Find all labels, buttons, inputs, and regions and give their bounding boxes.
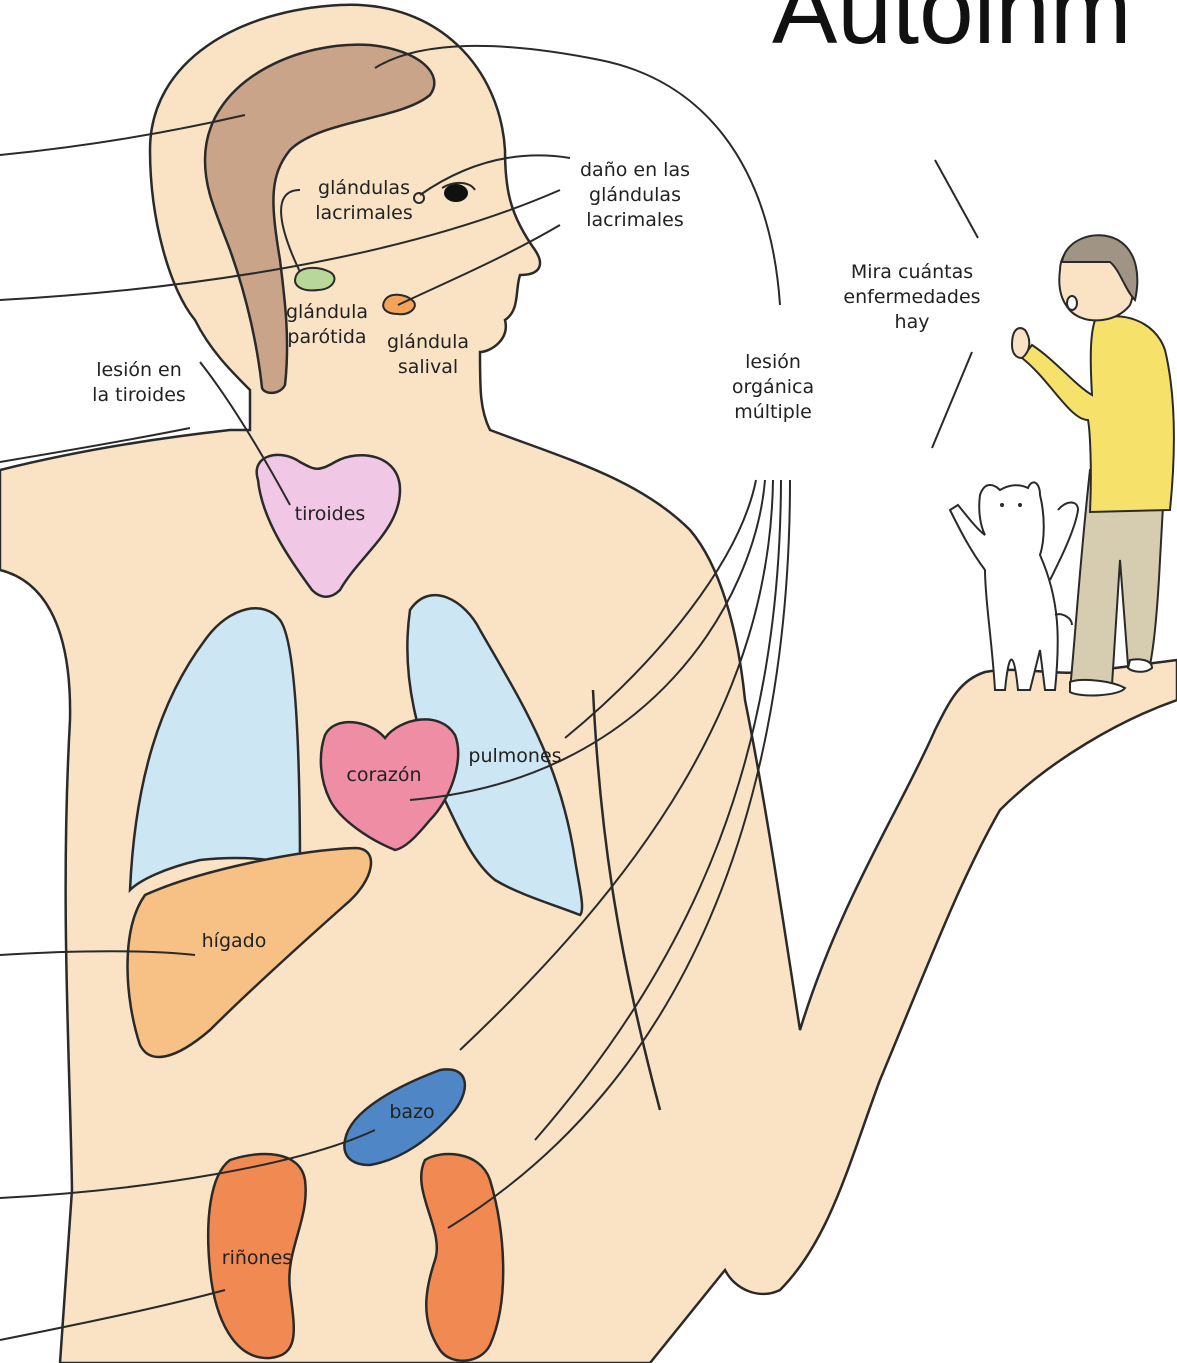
page-title: Autoinm [772, 0, 1132, 58]
label-rinones: riñones [207, 1246, 307, 1271]
parotid-gland [295, 268, 334, 290]
label-bazo: bazo [375, 1100, 449, 1125]
label-lesion-tiroides: lesión en la tiroides [78, 358, 200, 408]
label-pulmones: pulmones [460, 744, 570, 769]
label-tiroides: tiroides [280, 502, 380, 527]
label-glandula-salival: glándula salival [378, 330, 478, 380]
label-glandulas-lacrimales: glándulas lacrimales [304, 176, 424, 226]
label-dano-glandulas-lacrimales: daño en las glándulas lacrimales [570, 158, 700, 233]
speech-text: Mira cuántas enfermedades hay [832, 260, 992, 335]
label-higado: hígado [186, 929, 282, 954]
cat-figure [950, 482, 1078, 690]
eye [444, 184, 468, 202]
label-glandula-parotida: glándula parótida [272, 300, 382, 350]
label-corazon: corazón [332, 763, 436, 788]
label-lesion-organica-multiple: lesión orgánica múltiple [718, 350, 828, 425]
